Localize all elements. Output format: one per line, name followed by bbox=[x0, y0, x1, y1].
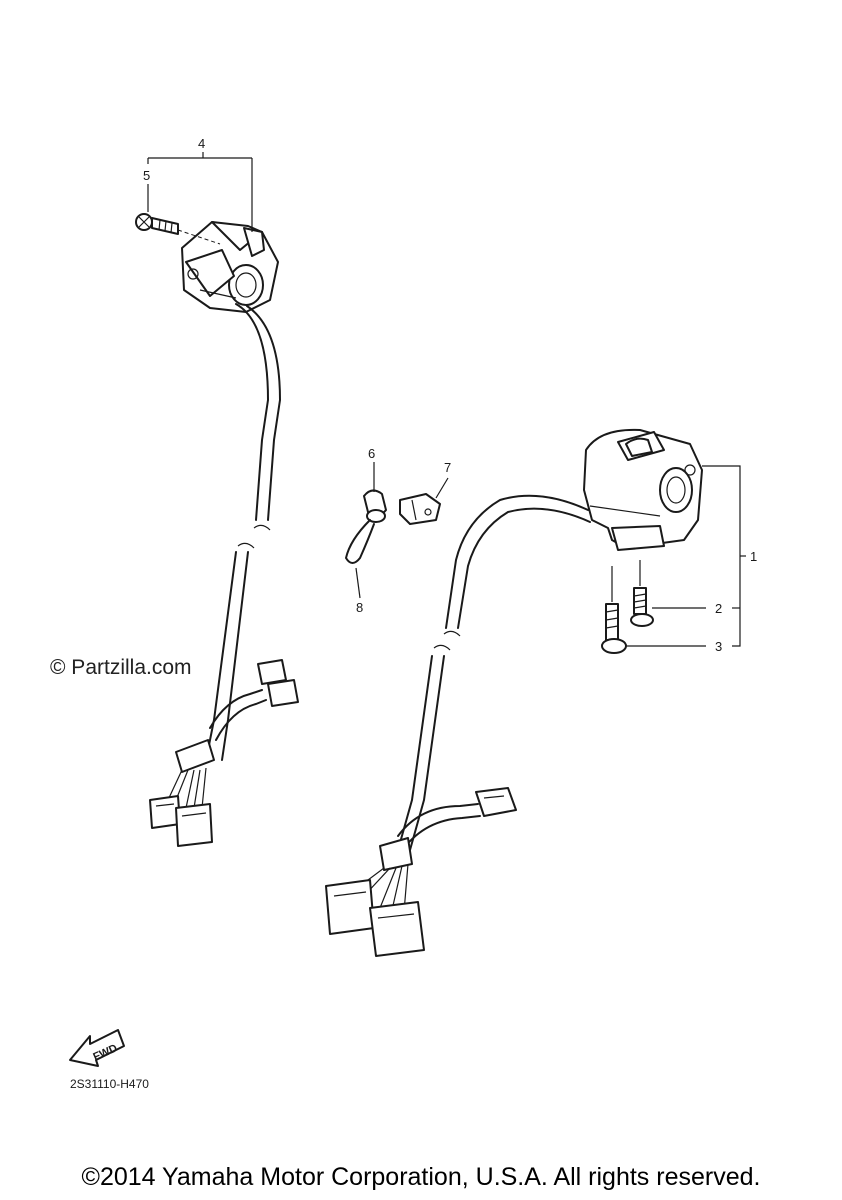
screw-part-5[interactable] bbox=[135, 213, 221, 245]
diagram-code: 2S31110-H470 bbox=[70, 1077, 149, 1091]
callout-4: 4 bbox=[198, 136, 205, 151]
screw-part-3[interactable] bbox=[601, 566, 627, 654]
callout-7: 7 bbox=[444, 460, 451, 475]
clip-part-7[interactable] bbox=[399, 493, 441, 525]
callout-1: 1 bbox=[750, 549, 757, 564]
fwd-arrow-icon: FWD bbox=[69, 1029, 125, 1067]
right-handlebar-switch[interactable] bbox=[325, 428, 703, 957]
screw-part-2[interactable] bbox=[630, 560, 654, 627]
left-handlebar-switch[interactable] bbox=[149, 221, 299, 847]
copyright-notice: ©2014 Yamaha Motor Corporation, U.S.A. A… bbox=[81, 1163, 761, 1191]
stop-switch-part-6[interactable] bbox=[363, 489, 387, 523]
callout-2: 2 bbox=[715, 601, 722, 616]
wire-lead-part-8[interactable] bbox=[345, 519, 375, 564]
callout-leaders bbox=[147, 152, 746, 647]
callout-8: 8 bbox=[356, 600, 363, 615]
callout-5: 5 bbox=[143, 168, 150, 183]
callout-6: 6 bbox=[368, 446, 375, 461]
watermark: © Partzilla.com bbox=[50, 656, 192, 679]
callout-3: 3 bbox=[715, 639, 722, 654]
